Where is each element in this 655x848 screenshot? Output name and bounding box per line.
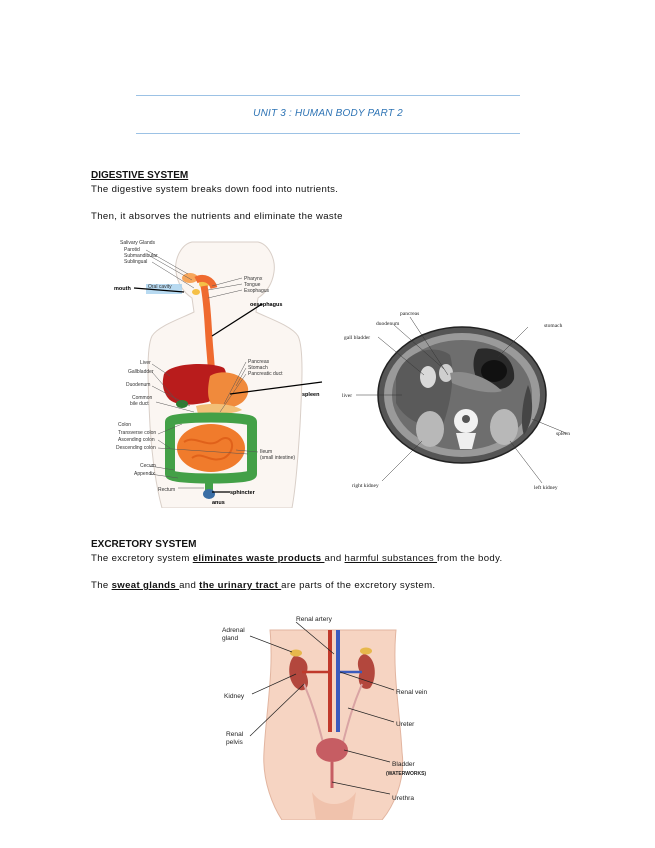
urinary-label-adrenal-2: gland [222,635,238,642]
urinary-label-adrenal-1: Adrenal [222,627,245,634]
urinary-system-diagram: Renal artery Adrenal gland Kidney Renal … [222,616,427,820]
urinary-label-bladder: Bladder [392,761,416,768]
ct-label-right-kidney: right kidney [352,483,379,489]
ct-label-stomach: stomach [544,323,563,329]
label-pharynx: Pharynx [244,276,263,282]
label-common-bile-duct-1: Common [132,395,153,401]
label-colon: Colon [118,422,131,428]
label-ascending-colon: Ascending colon [118,437,155,443]
ct-label-spleen: spleen [556,431,570,437]
label-liver: Liver [140,360,151,366]
label-salivary-glands: Salivary Glands [120,240,156,246]
header-rule-bottom [136,133,520,134]
excretory-p2-text-e: are parts of the excretory system. [281,580,436,591]
excretory-p2-text-a: The [91,580,112,591]
digestive-paragraph-1: The digestive system breaks down food in… [91,184,339,195]
label-submandibular: Submandibular [124,253,158,259]
label-pancreatic-duct: Pancreatic duct [248,371,283,377]
label-tongue: Tongue [244,282,261,288]
excretory-p1-text-a: The excretory system [91,553,193,564]
label-pancreas: Pancreas [248,359,270,365]
label-stomach: Stomach [248,365,268,371]
ct-label-liver: liver [342,393,352,399]
label-cecum: Cecum [140,463,156,469]
ct-label-duodenum: duodenum [376,321,400,327]
label-appendix: Appendix [134,471,155,477]
excretory-paragraph-1: The excretory system eliminates waste pr… [91,553,503,564]
urinary-label-kidney: Kidney [224,693,245,700]
excretory-p1-text-e: from the body. [437,553,503,564]
excretory-p1-text-c: and [324,553,345,564]
label-gallbladder: Gallbladder [128,369,154,375]
header-rule-top [136,95,520,96]
label-duodenum: Duodenum [126,382,150,388]
urinary-label-waterworks: (WATERWORKS) [386,771,426,777]
label-parotid: Parotid [124,247,140,253]
excretory-p2-sweat-glands: sweat glands [111,580,180,591]
label-ileum-small-intestine: (small intestine) [260,455,295,461]
label-oesophagus: oesophagus [250,302,282,308]
excretory-p1-eliminates-waste: eliminates waste products [192,553,325,564]
label-mouth: mouth [114,286,131,292]
excretory-p2-urinary-tract: the urinary tract [199,580,282,591]
digestive-system-diagram: Salivary Glands Parotid Submandibular Su… [114,240,323,508]
excretory-p2-text-c: and [179,580,200,591]
label-common-bile-duct-2: bile duct [130,401,149,407]
label-rectum: Rectum [158,487,175,493]
abdominal-cross-section-diagram: pancreas duodenum gall bladder stomach l… [342,311,570,491]
label-sphincter: sphincter [230,490,256,496]
urinary-label-renal-2: pelvis [226,739,244,746]
urinary-label-renal-artery: Renal artery [296,616,333,623]
label-spleen: spleen [302,392,320,398]
ct-label-pancreas: pancreas [400,311,419,317]
urinary-label-renal-vein: Renal vein [396,689,427,696]
urinary-label-urethra: Urethra [392,795,414,802]
label-ileum: Ileum [260,449,272,455]
excretory-heading: EXCRETORY SYSTEM [91,539,197,550]
page-title: UNIT 3 : HUMAN BODY PART 2 [253,108,403,119]
label-oral-cavity: Oral cavity [148,284,172,290]
label-transverse-colon: Transverse colon [118,430,156,436]
ct-label-left-kidney: left kidney [534,484,558,491]
urinary-label-renal-1: Renal [226,731,244,738]
digestive-heading: DIGESTIVE SYSTEM [91,170,189,181]
label-descending-colon: Descending colon [116,445,156,451]
digestive-paragraph-2: Then, it absorves the nutrients and elim… [91,211,343,222]
excretory-paragraph-2: The sweat glands and the urinary tract a… [91,580,435,591]
excretory-p1-harmful-substances: harmful substances [344,553,438,564]
label-esophagus: Esophagus [244,288,270,294]
label-sublingual: Sublingual [124,259,147,265]
label-anus: anus [212,500,225,506]
ct-label-gall-bladder: gall bladder [344,335,370,341]
urinary-label-ureter: Ureter [396,721,415,728]
